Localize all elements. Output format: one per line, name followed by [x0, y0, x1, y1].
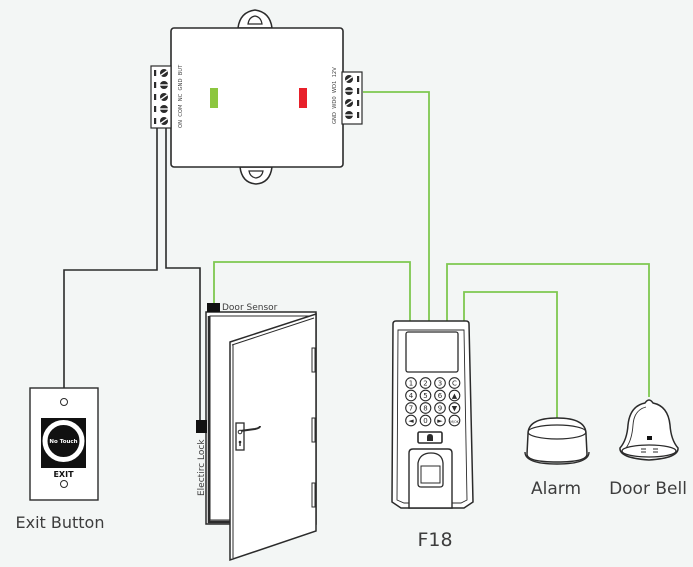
door-leaf[interactable] [229, 312, 317, 562]
door-assembly: Door Sensor Electirc Lock [196, 303, 317, 562]
left-terminal-labels: ON COM NC GND BUT [178, 64, 184, 128]
keypad-key-label: M/OK [450, 420, 459, 424]
keypad-key[interactable]: ► [434, 414, 446, 427]
screw-hole-top [60, 398, 68, 406]
fingerprint-window [420, 465, 441, 484]
wires [63, 91, 650, 420]
exit-button-face-text: No Touch [49, 439, 77, 445]
alarm-siren-icon [526, 417, 588, 463]
left-terminal-on [154, 69, 168, 77]
keypad-key[interactable]: 4 [405, 389, 417, 402]
keypad-key[interactable]: 3 [434, 377, 446, 389]
keypad-key-label: 1 [409, 380, 413, 388]
keypad-key[interactable]: 7 [405, 402, 417, 414]
door-bell-grille [641, 448, 658, 453]
door-bell-label: Door Bell [609, 479, 687, 499]
alarm-top [527, 424, 587, 440]
keypad-key[interactable]: 6 [434, 389, 446, 402]
door-sensor-icon [207, 303, 220, 312]
keypad-key-label: 0 [423, 417, 427, 425]
alarm-label: Alarm [531, 479, 581, 499]
right-terminal-wd0 [345, 99, 360, 107]
keypad-key[interactable]: ◄ [405, 414, 417, 427]
electric-lock-icon [196, 420, 207, 433]
keypad-key[interactable]: 1 [405, 377, 417, 389]
wire-wd1-to-f18 [363, 91, 430, 321]
left-terminal-but [154, 117, 168, 125]
controller-body [170, 27, 344, 168]
keypad-key-label: 4 [409, 392, 414, 400]
bell-key-icon [427, 434, 433, 441]
exit-button-label: Exit Button [16, 513, 105, 532]
wire-f18-to-alarm [463, 291, 558, 418]
keypad-key[interactable]: 5 [419, 389, 432, 402]
hinge-icon [311, 347, 316, 373]
left-terminal-gnd [154, 105, 168, 113]
f18-terminal[interactable]: 1 2 3 C 4 5 6 ▲ 7 8 9 ▼ ◄ 0 ► M/OK [391, 320, 474, 509]
hinge-icon [311, 482, 316, 508]
keypad-key[interactable]: 9 [434, 402, 446, 414]
keypad-key[interactable]: 2 [419, 377, 432, 389]
keypad-key-label: 8 [423, 405, 427, 413]
door-bell-device [619, 399, 679, 461]
green-led-indicator [210, 88, 218, 108]
mount-hole-top [247, 15, 263, 25]
door-bell-dot [647, 436, 652, 440]
right-terminal-wd1 [345, 87, 360, 95]
wire-f18-to-door-sensor [213, 261, 411, 321]
keypad-key-label: 3 [438, 380, 442, 388]
wire-f18-to-door-bell [446, 263, 650, 397]
alarm-base [524, 451, 590, 465]
right-terminal-12v [345, 75, 360, 83]
keypad-key[interactable]: C [448, 377, 461, 389]
keypad-key-label: ▼ [452, 405, 458, 413]
right-terminal-gnd [345, 111, 360, 119]
door-handle-icon[interactable] [235, 422, 261, 451]
left-terminal-com [154, 81, 168, 89]
keypad-key[interactable]: M/OK [448, 414, 461, 427]
door-bell-icon [619, 399, 679, 461]
f18-inner-outline [396, 329, 468, 504]
door-bell-inner [625, 406, 647, 449]
keypad-key[interactable]: 0 [419, 414, 432, 427]
keypad-key-label: 6 [438, 392, 443, 400]
left-terminal-block [150, 65, 172, 129]
door-frame-shadow [207, 316, 230, 524]
keypad-key[interactable]: ▲ [448, 389, 461, 402]
controller: ON COM NC GND BUT GND WD0 WD1 12V [150, 9, 363, 185]
keypad-key-label: 2 [423, 380, 427, 388]
f18-keypad: 1 2 3 C 4 5 6 ▲ 7 8 9 ▼ ◄ 0 ► M/OK [405, 377, 461, 427]
keypad-key-label: 5 [423, 392, 427, 400]
wire-exit-button [63, 128, 158, 388]
right-terminal-labels: GND WD0 WD1 12V [332, 67, 338, 124]
touch-ring-icon [42, 420, 85, 462]
exit-button-device[interactable]: No Touch EXIT [29, 387, 99, 501]
keypad-key-label: ◄ [408, 417, 414, 425]
f18-label: F18 [417, 529, 452, 551]
f18-screen [405, 331, 459, 373]
door-leaf-edge [231, 317, 315, 346]
keypad-key-label: ► [437, 417, 443, 425]
exit-button-caption: EXIT [53, 470, 74, 479]
keypad-key-label: C [452, 380, 457, 388]
mount-hole-bottom [248, 170, 264, 179]
left-terminal-nc [154, 93, 168, 101]
right-terminal-block [341, 71, 363, 125]
keypad-key-label: ▲ [452, 392, 458, 400]
red-led-indicator [299, 88, 307, 108]
keypad-key[interactable]: 8 [419, 402, 432, 414]
wire-electric-lock [165, 128, 201, 420]
screw-hole-bottom [60, 480, 68, 488]
door-bell-rim [621, 444, 677, 458]
alarm-device [524, 417, 590, 465]
electric-lock-label: Electirc Lock [197, 439, 207, 496]
keypad-key[interactable]: ▼ [448, 402, 461, 414]
hinge-icon [311, 417, 316, 443]
keypad-key-label: 7 [409, 405, 413, 413]
door-sensor-label: Door Sensor [222, 303, 278, 313]
keypad-key-label: 9 [438, 405, 442, 413]
